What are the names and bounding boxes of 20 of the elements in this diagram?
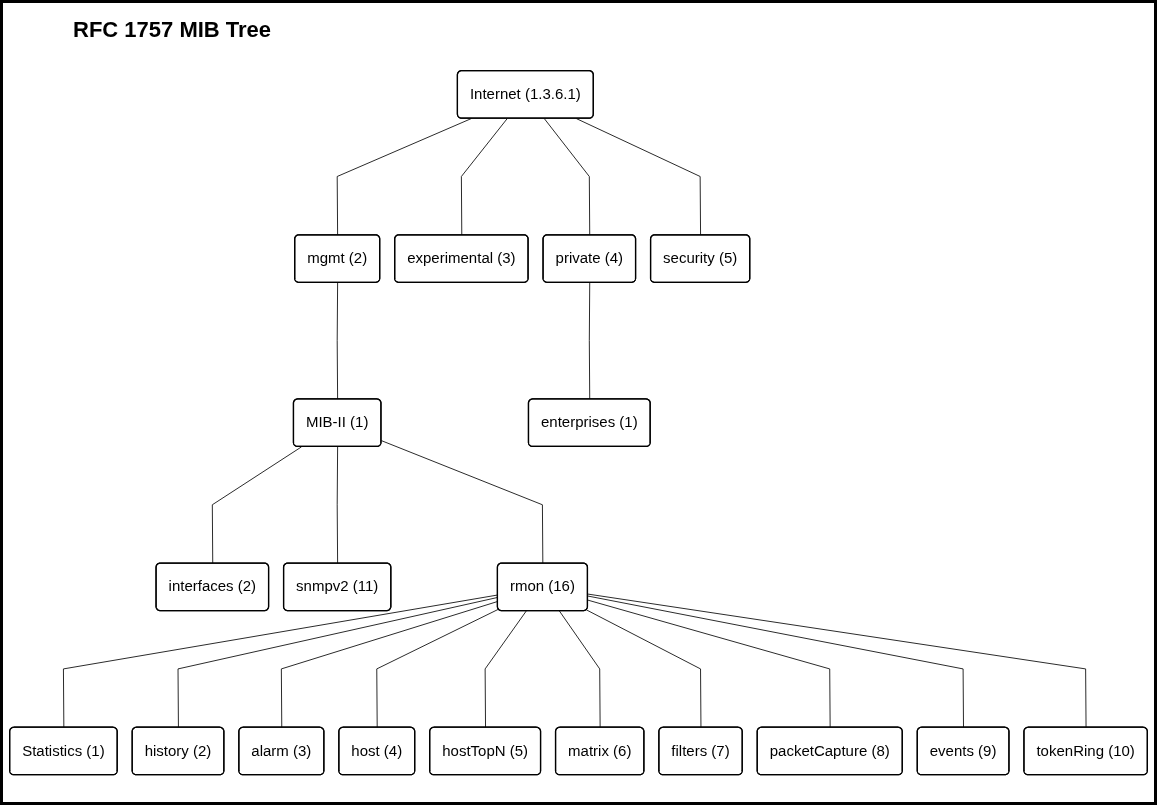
connector [559,610,601,728]
connector [543,117,591,236]
connector [280,600,499,728]
connector [376,608,499,728]
connector [587,595,964,728]
connector [336,446,339,564]
diagram-title: RFC 1757 MIB Tree [73,17,272,43]
connector [587,599,831,728]
connector [211,446,302,564]
connector [460,117,508,236]
connector [380,440,544,564]
connector [177,596,499,728]
connector [586,609,702,728]
connector [588,282,591,400]
connector [484,610,527,728]
connector [336,282,339,400]
connector [63,594,499,728]
connector [587,593,1087,728]
connector [336,117,472,236]
connector [575,117,701,236]
